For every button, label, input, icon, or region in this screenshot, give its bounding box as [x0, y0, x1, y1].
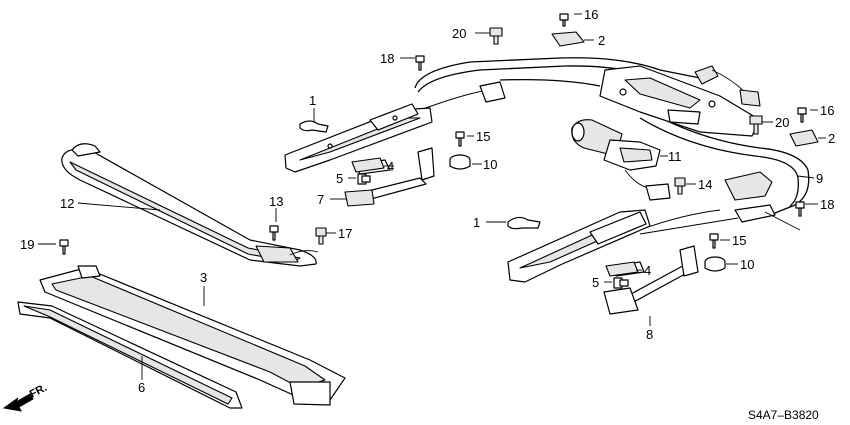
callout-7: 7 [317, 192, 324, 207]
right-guide-rail [507, 209, 651, 283]
callout-4-top: 4 [387, 159, 394, 174]
left-guide-rail [284, 103, 433, 173]
leader-lines [38, 13, 826, 380]
callout-3: 3 [200, 270, 207, 285]
grommet-left [449, 154, 471, 170]
left-slider-assembly [344, 147, 435, 207]
callout-5-top: 5 [336, 171, 343, 186]
callout-numbers: 20 16 2 18 1 15 10 4 5 7 11 14 9 16 20 2… [20, 7, 835, 395]
callout-1-right: 1 [473, 215, 480, 230]
callout-18-right: 18 [820, 197, 834, 212]
callout-11: 11 [668, 149, 682, 164]
callout-16-right: 16 [820, 103, 834, 118]
callout-19: 19 [20, 237, 34, 252]
grommet-right [704, 256, 726, 272]
callout-5-right: 5 [592, 275, 599, 290]
callout-15-top: 15 [476, 129, 490, 144]
sunroof-frame-3 [39, 265, 346, 406]
fastener-bolts [59, 13, 807, 287]
callout-16-top: 16 [584, 7, 598, 22]
callout-1-top: 1 [309, 93, 316, 108]
callout-8: 8 [646, 327, 653, 342]
fr-label: FR. [28, 382, 49, 401]
callout-2-right: 2 [828, 131, 835, 146]
callout-20-top: 20 [452, 26, 466, 41]
callout-4-right: 4 [644, 263, 651, 278]
right-slider-assembly [603, 245, 699, 315]
drive-cable-assembly [414, 57, 810, 231]
motor-bracket-plate [479, 65, 761, 137]
seal-strip-6 [17, 301, 243, 409]
callout-2-top: 2 [598, 33, 605, 48]
callout-10-top: 10 [483, 157, 497, 172]
callout-20-right: 20 [775, 115, 789, 130]
callout-10-right: 10 [740, 257, 754, 272]
front-panel-frame [61, 143, 319, 267]
callout-18-top: 18 [380, 51, 394, 66]
callout-6: 6 [138, 380, 145, 395]
front-direction-arrow: FR. [2, 382, 49, 412]
callout-17: 17 [338, 226, 352, 241]
callout-13: 13 [269, 194, 283, 209]
callout-9: 9 [816, 171, 823, 186]
callout-12: 12 [60, 196, 74, 211]
clip-parts [351, 31, 819, 277]
callout-14: 14 [698, 177, 712, 192]
callout-15-right: 15 [732, 233, 746, 248]
sunroof-motor [571, 119, 671, 201]
diagram-reference-code: S4A7–B3820 [748, 408, 819, 422]
